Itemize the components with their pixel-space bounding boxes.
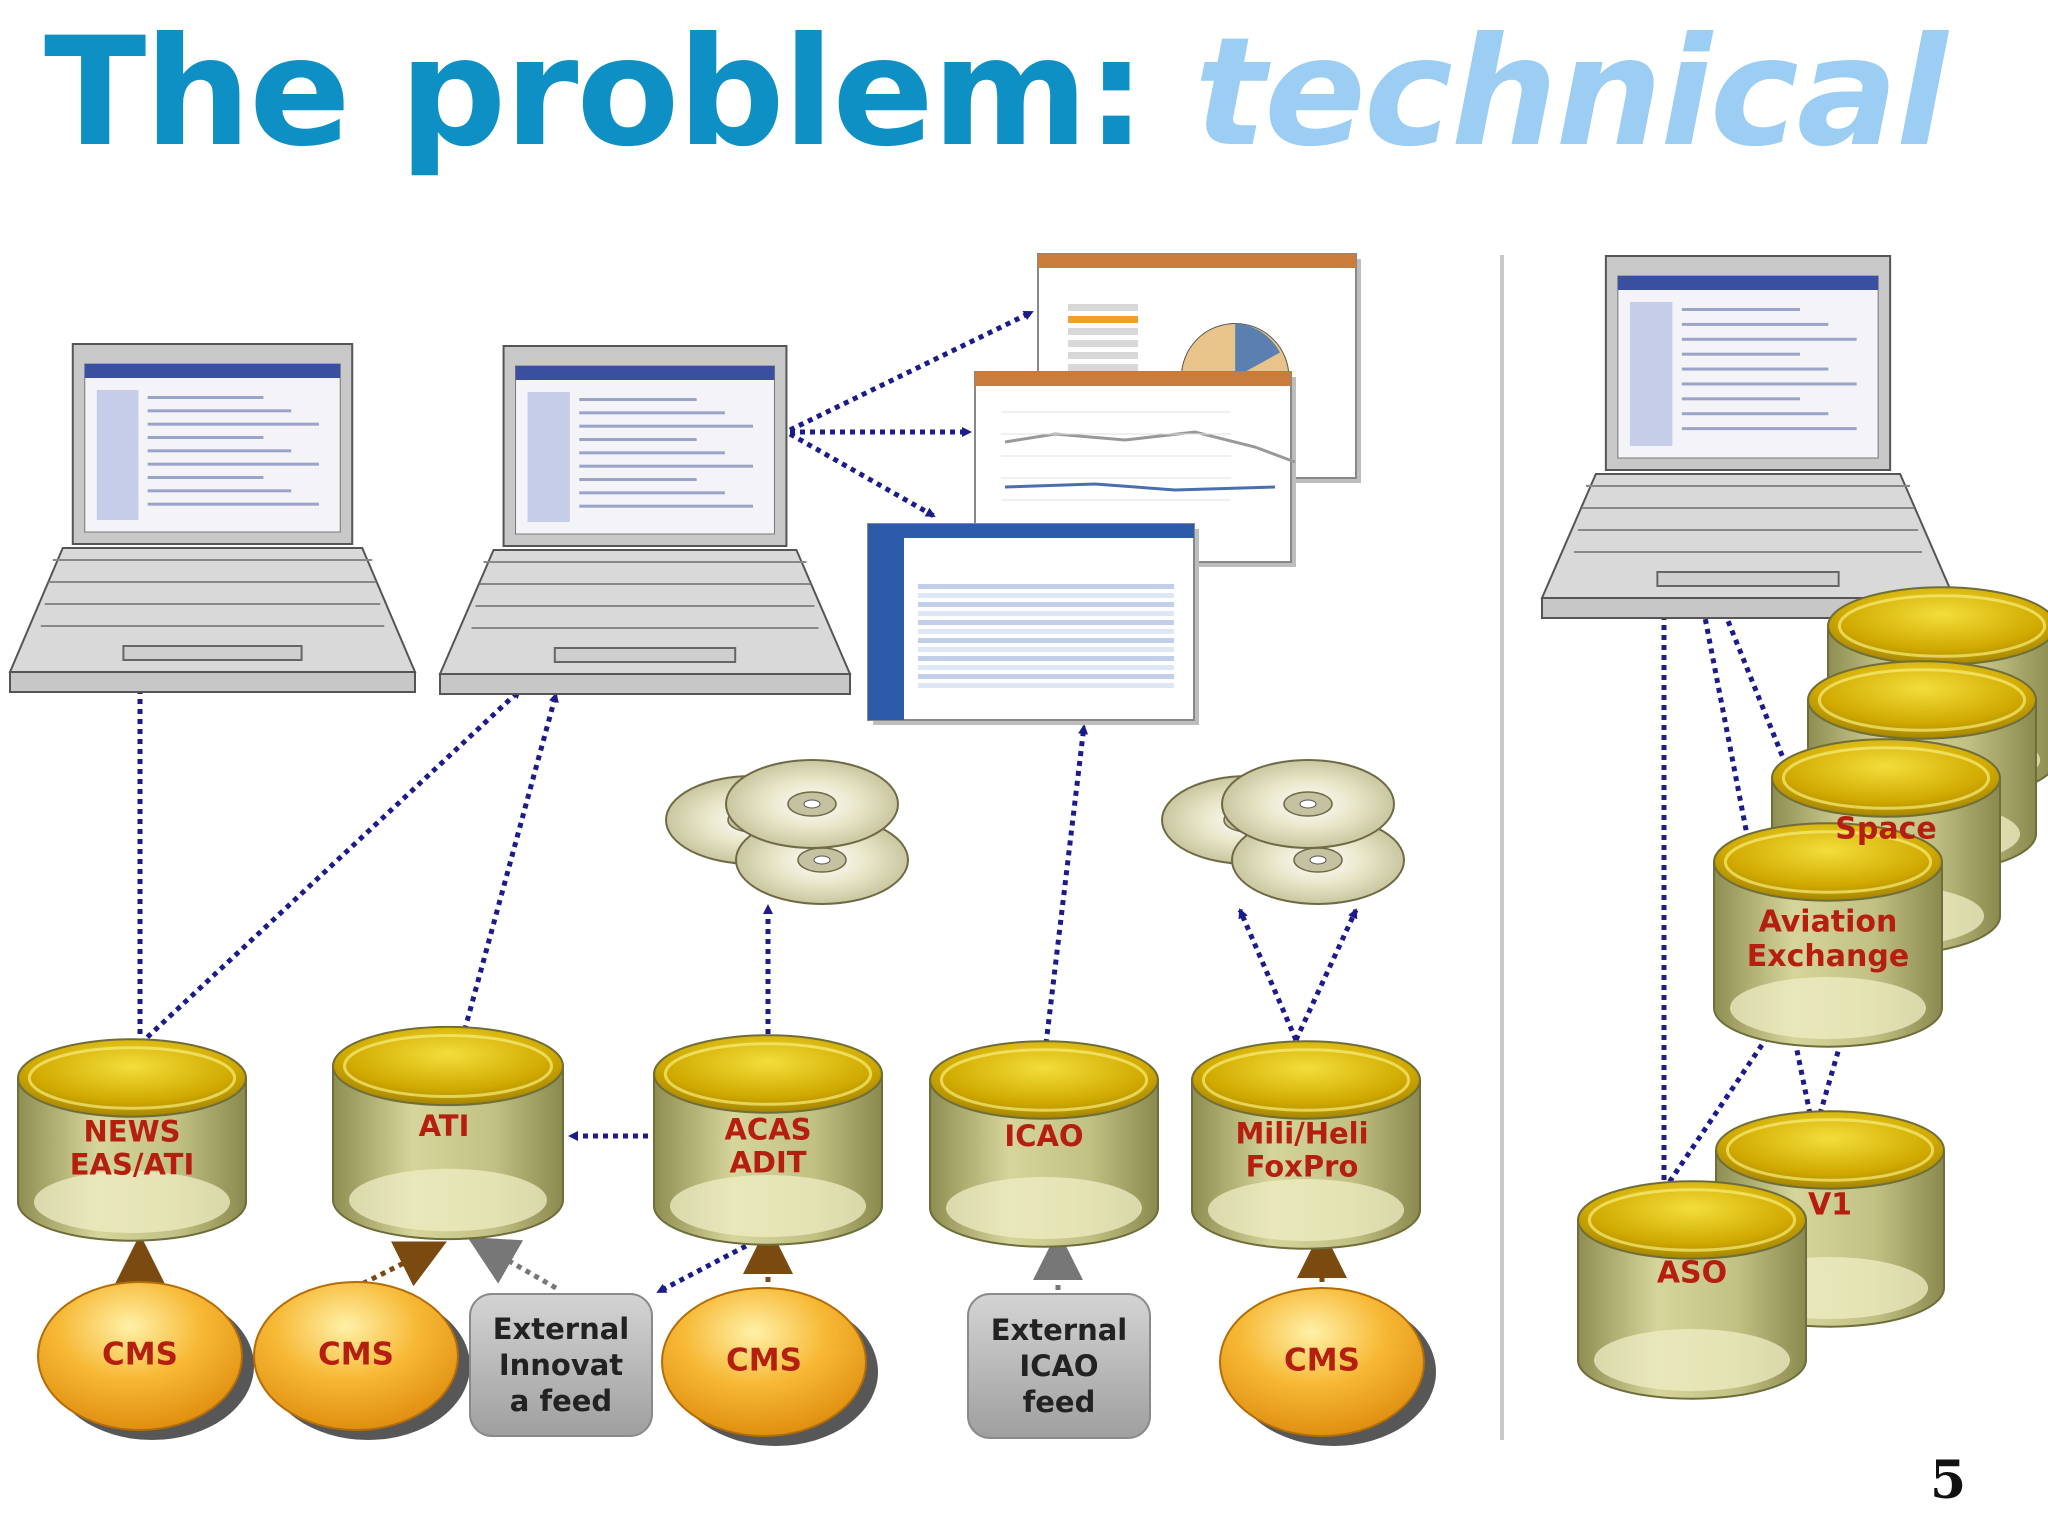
cms-label-cms3: CMS xyxy=(726,1343,802,1379)
page-number: 5 xyxy=(1930,1450,1967,1511)
database-label-news: NEWS xyxy=(84,1114,181,1148)
database-cylinder-acas xyxy=(653,1034,883,1246)
feed-label-feed-innovata: a feed xyxy=(510,1384,612,1418)
feed-label-feed-icao: ICAO xyxy=(1019,1349,1098,1383)
arrow-ati-laptop-to-pie xyxy=(788,309,1034,433)
cd-stack-icon-mili xyxy=(1161,759,1405,905)
arrow-icao-to-screenshot xyxy=(1043,724,1089,1045)
database-label-mili: Mili/Heli xyxy=(1235,1116,1368,1150)
web-page-screenshot-icao xyxy=(867,523,1199,725)
database-label-aso: ASO xyxy=(1657,1256,1727,1291)
slide-title: The problem: technical xyxy=(44,18,1947,168)
cms-label-cms4: CMS xyxy=(1284,1343,1360,1379)
database-cylinder-news xyxy=(17,1038,247,1242)
cms-label-cms2: CMS xyxy=(318,1337,394,1373)
arrow-ati-to-ati-laptop xyxy=(459,692,559,1041)
nodes xyxy=(8,253,2048,1446)
feed-label-feed-icao: feed xyxy=(1023,1385,1096,1419)
laptop-icon-ati xyxy=(438,345,852,695)
cms-node-cms3 xyxy=(661,1287,867,1437)
cms-label-cms1: CMS xyxy=(102,1337,178,1373)
database-cylinder-ati xyxy=(332,1025,564,1241)
arrow-cms3-to-feed xyxy=(656,1243,748,1295)
arrow-avex-to-laptop xyxy=(1698,600,1751,841)
database-label-icao: ICAO xyxy=(1004,1119,1083,1153)
database-label-mili: FoxPro xyxy=(1246,1150,1359,1184)
title-accent: technical xyxy=(1194,6,1948,180)
feed-box-feed-icao xyxy=(967,1293,1151,1439)
database-label-acas: ADIT xyxy=(729,1146,806,1180)
database-cylinder-aso xyxy=(1577,1180,1807,1400)
cd-stack-icon-acas xyxy=(665,759,909,905)
arrow-feed-to-ati xyxy=(467,1237,558,1291)
database-label-avex: Aviation xyxy=(1759,904,1898,939)
database-cylinder-mili xyxy=(1191,1040,1421,1250)
laptop-icon-ascend xyxy=(1540,255,1956,619)
feed-box-feed-innovata xyxy=(469,1293,653,1437)
feed-label-feed-icao: External xyxy=(991,1313,1128,1347)
feed-label-feed-innovata: Innovat xyxy=(499,1348,623,1382)
cms-node-cms1 xyxy=(37,1281,243,1431)
database-label-news: EAS/ATI xyxy=(70,1148,195,1182)
arrow-aso-to-avex xyxy=(1661,1022,1779,1192)
laptop-icon-flightglobal xyxy=(8,343,417,693)
arrow-mili-to-cd-right xyxy=(1293,908,1359,1042)
database-label-acas: ACAS xyxy=(724,1112,811,1146)
cms-node-cms4 xyxy=(1219,1287,1425,1437)
database-cylinder-icao xyxy=(929,1040,1159,1248)
feed-label-feed-innovata: External xyxy=(493,1312,630,1346)
database-label-v1: V1 xyxy=(1808,1188,1852,1223)
connections xyxy=(115,309,1849,1295)
database-label-ati: ATI xyxy=(419,1109,470,1143)
database-cylinder-avex xyxy=(1713,822,1943,1048)
database-label-avex: Exchange xyxy=(1747,939,1909,974)
arrow-ati-laptop-to-icao-shot xyxy=(788,431,936,519)
cms-node-cms2 xyxy=(253,1281,459,1431)
title-main: The problem: xyxy=(44,6,1195,180)
arrow-news-to-ati-laptop xyxy=(138,688,522,1046)
database-label-space: Space xyxy=(1835,812,1936,847)
arrow-mili-to-cd-left xyxy=(1237,908,1299,1041)
